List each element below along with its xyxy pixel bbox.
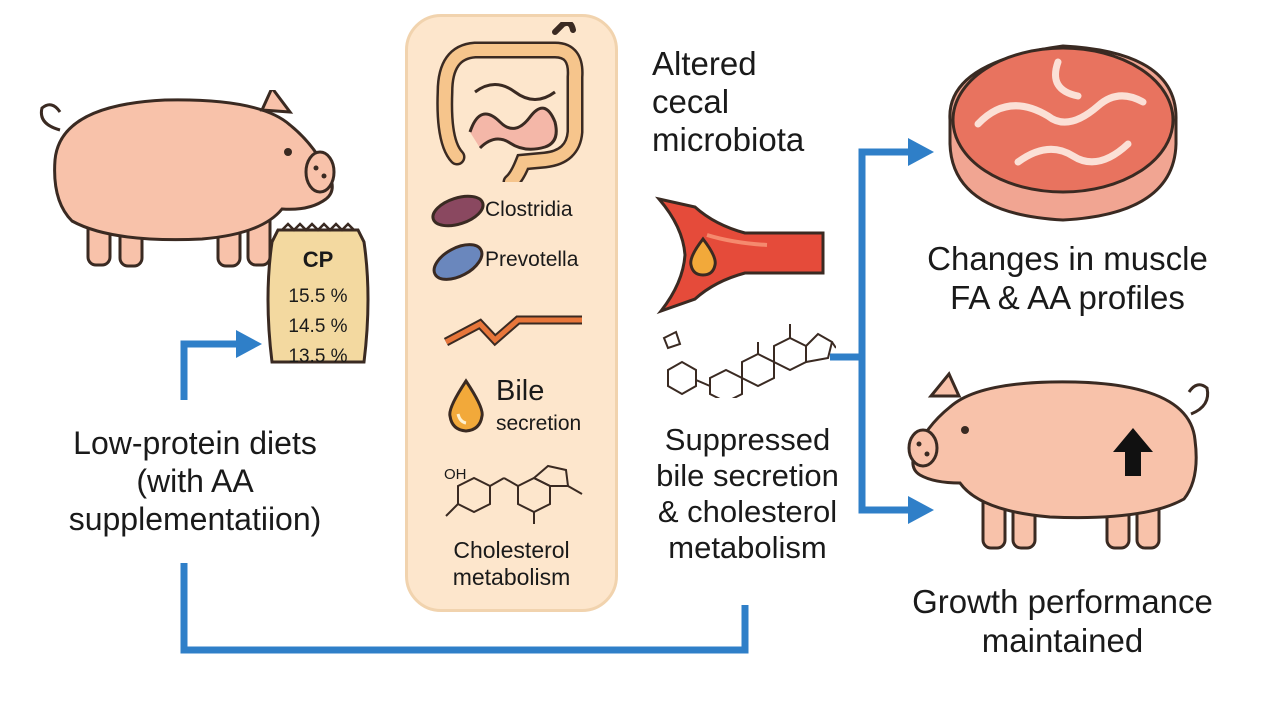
zigzag-icon: [443, 315, 582, 347]
microbiota-label: Altered cecal microbiota: [652, 45, 805, 158]
feed-bag-title: CP: [302, 247, 334, 272]
bacterium-icon: [432, 243, 484, 281]
arrowhead-to-meat: [908, 138, 934, 166]
bottom-loop-path: [180, 563, 749, 654]
cholesterol-label: Cholesterol metabolism: [452, 537, 571, 591]
up-arrow-icon: [1113, 428, 1153, 476]
cp-level-2: 14.5 %: [288, 316, 348, 337]
chem-oh-label: OH: [444, 466, 467, 483]
cp-level-1: 15.5 %: [288, 286, 348, 307]
blood-vessel-icon: [655, 196, 825, 315]
molecule-icon: [445, 464, 583, 524]
growth-outcome-label: Growth performance maintained: [912, 583, 1213, 659]
steroid-icon: [662, 324, 836, 398]
clostridia-label: Clostridia: [485, 198, 573, 221]
bile-drop-icon: [448, 378, 484, 433]
pig-icon: [39, 90, 336, 268]
cp-level-3: 13.5 %: [288, 346, 348, 367]
diet-label: Low-protein diets (with AA supplementati…: [68, 425, 322, 537]
feedback-arrow-path: [180, 340, 238, 400]
prevotella-label: Prevotella: [485, 248, 579, 271]
branch-arrow-path: [830, 148, 912, 361]
bile-title: Bile: [496, 375, 545, 407]
suppressed-label: Suppressed bile secretion & cholesterol …: [656, 422, 839, 565]
intestine-icon: [436, 22, 584, 182]
meat-icon: [948, 44, 1178, 222]
branch-arrow-lower-path: [858, 357, 912, 514]
feed-bag-icon: [266, 222, 370, 364]
pig-icon: [907, 371, 1210, 550]
bacterium-icon: [431, 194, 485, 228]
arrowhead-to-bag: [236, 330, 262, 358]
arrowhead-to-growth: [908, 496, 934, 524]
muscle-outcome-label: Changes in muscle FA & AA profiles: [927, 240, 1208, 316]
bile-subtitle: secretion: [496, 412, 582, 435]
